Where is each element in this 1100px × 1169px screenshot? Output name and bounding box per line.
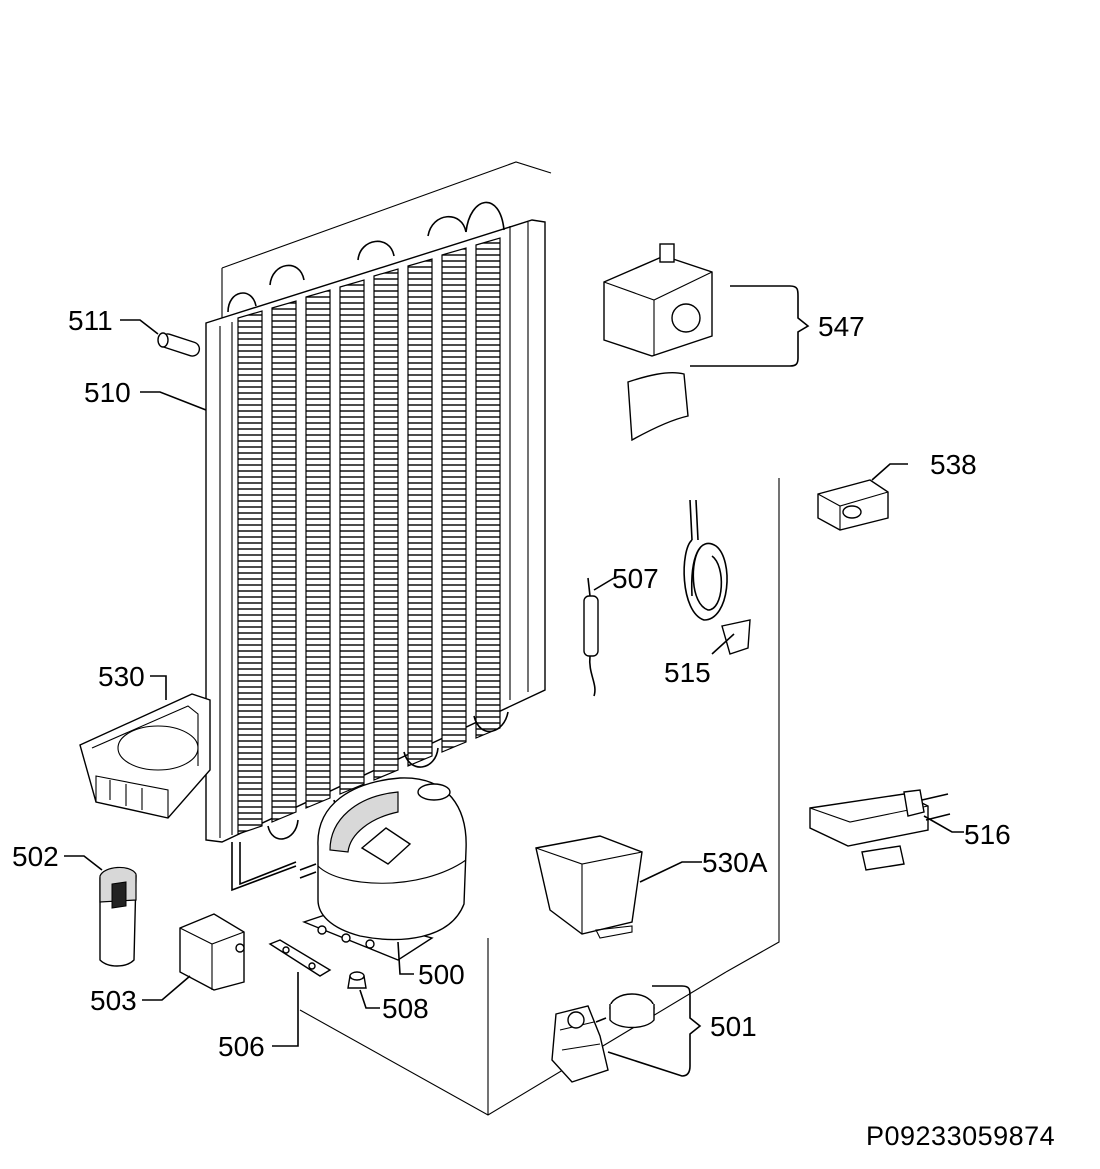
callout-547: 547	[818, 311, 865, 342]
starter-relay	[99, 866, 137, 967]
hinge-holder	[817, 479, 889, 531]
power-cord	[683, 499, 751, 655]
callout-511: 511	[68, 305, 113, 336]
thermostat-assembly	[603, 243, 713, 442]
grommet	[347, 971, 367, 989]
callout-500: 500	[418, 959, 465, 990]
filter-drier	[583, 577, 599, 697]
condenser-fin-strips	[237, 237, 501, 835]
callout-502: 502	[12, 841, 59, 872]
overload-protector	[551, 993, 655, 1083]
callout-538: 538	[930, 449, 977, 480]
callout-515: 515	[664, 657, 711, 688]
document-code: P09233059874	[866, 1121, 1055, 1151]
callout-503: 503	[90, 985, 137, 1016]
callout-501: 501	[710, 1011, 757, 1042]
mounting-bracket	[268, 939, 332, 977]
leader-lines	[64, 285, 964, 1077]
callout-530: 530	[98, 661, 145, 692]
compressor	[299, 777, 467, 961]
callout-labels: 511 510 530 502 503 506 508 500 507 515 …	[12, 305, 1011, 1062]
drip-tray	[79, 693, 211, 819]
door-switch	[809, 789, 951, 871]
callout-508: 508	[382, 993, 429, 1024]
callout-516: 516	[964, 819, 1011, 850]
callout-530a: 530A	[702, 847, 768, 878]
callout-506: 506	[218, 1031, 265, 1062]
callout-510: 510	[84, 377, 131, 408]
drain-funnel	[535, 835, 643, 939]
condenser	[205, 201, 546, 892]
capacitor-box	[179, 913, 245, 991]
condenser-clip	[157, 332, 201, 357]
callout-507: 507	[612, 563, 659, 594]
